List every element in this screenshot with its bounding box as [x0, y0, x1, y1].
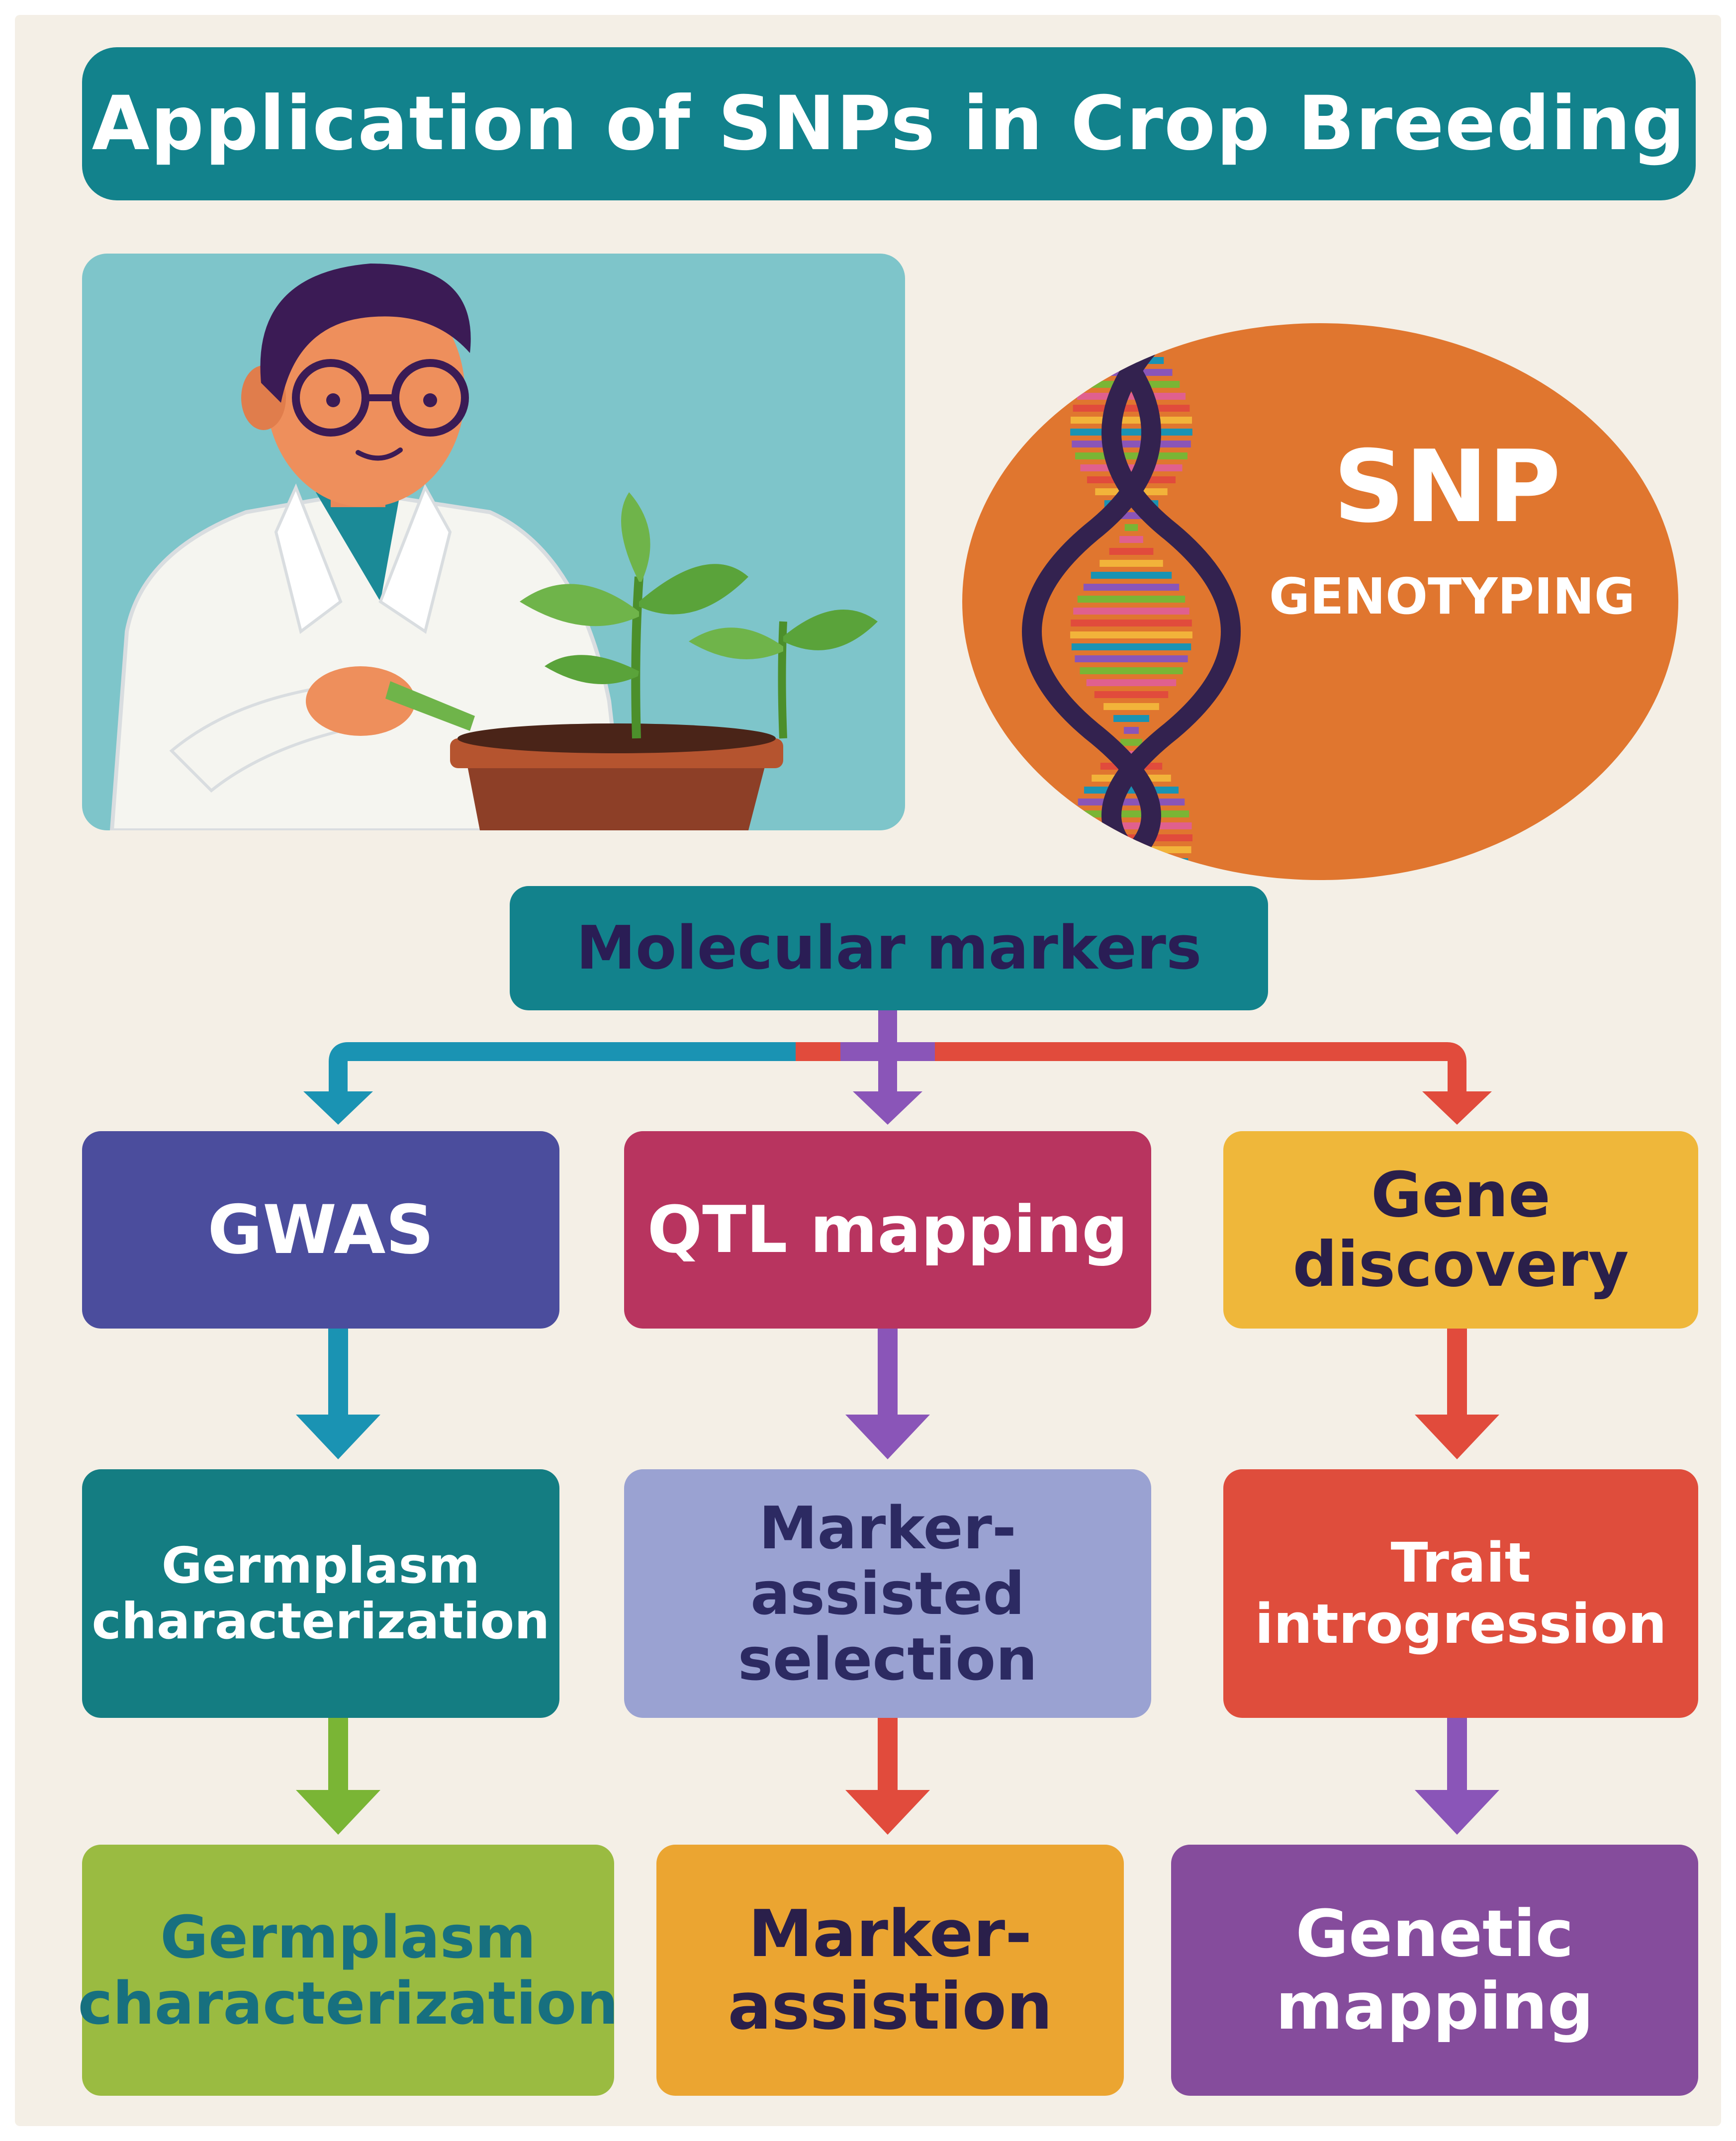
genetic-mapping-label: Genetic mapping	[1276, 1895, 1594, 2044]
dna-rung	[1070, 417, 1192, 424]
dna-rung	[1072, 441, 1191, 447]
page-title: Application of SNPs in Crop Breeding	[91, 81, 1686, 167]
scientist-icon	[109, 264, 878, 830]
qtl-mapping-label: QTL mapping	[647, 1191, 1128, 1267]
dna-rung	[1120, 739, 1143, 746]
dna-rung	[1099, 560, 1163, 567]
marker-assisted-selection-label: Marker-assisted selection	[737, 1493, 1038, 1694]
dna-rung	[1118, 333, 1144, 340]
snp-subheading: GENOTYPING	[1269, 567, 1635, 625]
marker-assistion-label: Marker-assistion	[728, 1895, 1053, 2044]
dna-rung	[1075, 655, 1188, 662]
dna-rung	[1124, 524, 1138, 531]
gene-discovery-box: Gene discovery	[1223, 1131, 1698, 1329]
germplasm-characterization-box: Germplasm characterization	[82, 1469, 559, 1718]
dna-rung	[1077, 596, 1186, 603]
dna-rung	[1070, 834, 1192, 841]
dna-rung	[1086, 679, 1177, 686]
dna-rung	[1071, 643, 1191, 650]
dna-rung	[1071, 822, 1192, 829]
dna-rung	[1078, 799, 1185, 805]
dna-rung	[1073, 608, 1189, 615]
dna-rung	[1070, 631, 1192, 638]
dna-rung	[1071, 620, 1192, 626]
dna-rung	[1073, 405, 1190, 412]
dna-rung	[1091, 572, 1172, 579]
dna-rung	[1113, 715, 1149, 722]
germplasm-characterization-final-box: Germplasm characterization	[78, 1845, 618, 2096]
dna-rung	[1103, 703, 1159, 710]
gwas-label: GWAS	[207, 1190, 434, 1269]
marker-assistion-box: Marker-assistion	[656, 1845, 1124, 2096]
gwas-box: GWAS	[82, 1131, 559, 1329]
germplasm-characterization-final-label: Germplasm characterization	[78, 1903, 619, 2038]
dna-rung	[1080, 667, 1183, 674]
dna-rung	[1119, 536, 1143, 543]
trait-introgression-box: Trait introgression	[1223, 1469, 1698, 1718]
dna-rung	[1084, 787, 1179, 794]
dna-rung	[1080, 464, 1183, 471]
molecular-markers-box: Molecular markers	[510, 886, 1268, 1010]
dna-rung	[1073, 810, 1189, 817]
dna-rung	[1094, 691, 1169, 698]
snp-genotyping-badge	[962, 323, 1678, 880]
qtl-mapping-box: QTL mapping	[624, 1131, 1151, 1329]
scientist-illustration	[82, 254, 905, 830]
snp-heading: SNP	[1333, 429, 1561, 545]
gene-discovery-label: Gene discovery	[1292, 1159, 1629, 1301]
dna-rung	[1123, 727, 1139, 734]
dna-double-helix-icon	[1022, 323, 1241, 880]
germplasm-characterization-label: Germplasm characterization	[91, 1536, 550, 1650]
dna-rung	[1070, 429, 1192, 436]
dna-rung	[1083, 584, 1180, 591]
title-banner: Application of SNPs in Crop Breeding	[82, 47, 1696, 200]
molecular-markers-label: Molecular markers	[576, 913, 1202, 983]
dna-rung	[1077, 393, 1186, 400]
marker-assisted-selection-box: Marker-assisted selection	[624, 1469, 1151, 1718]
trait-introgression-label: Trait introgression	[1255, 1530, 1667, 1656]
genetic-mapping-box: Genetic mapping	[1171, 1845, 1698, 2096]
dna-rung	[1109, 548, 1154, 555]
dna-rung	[1075, 452, 1188, 459]
